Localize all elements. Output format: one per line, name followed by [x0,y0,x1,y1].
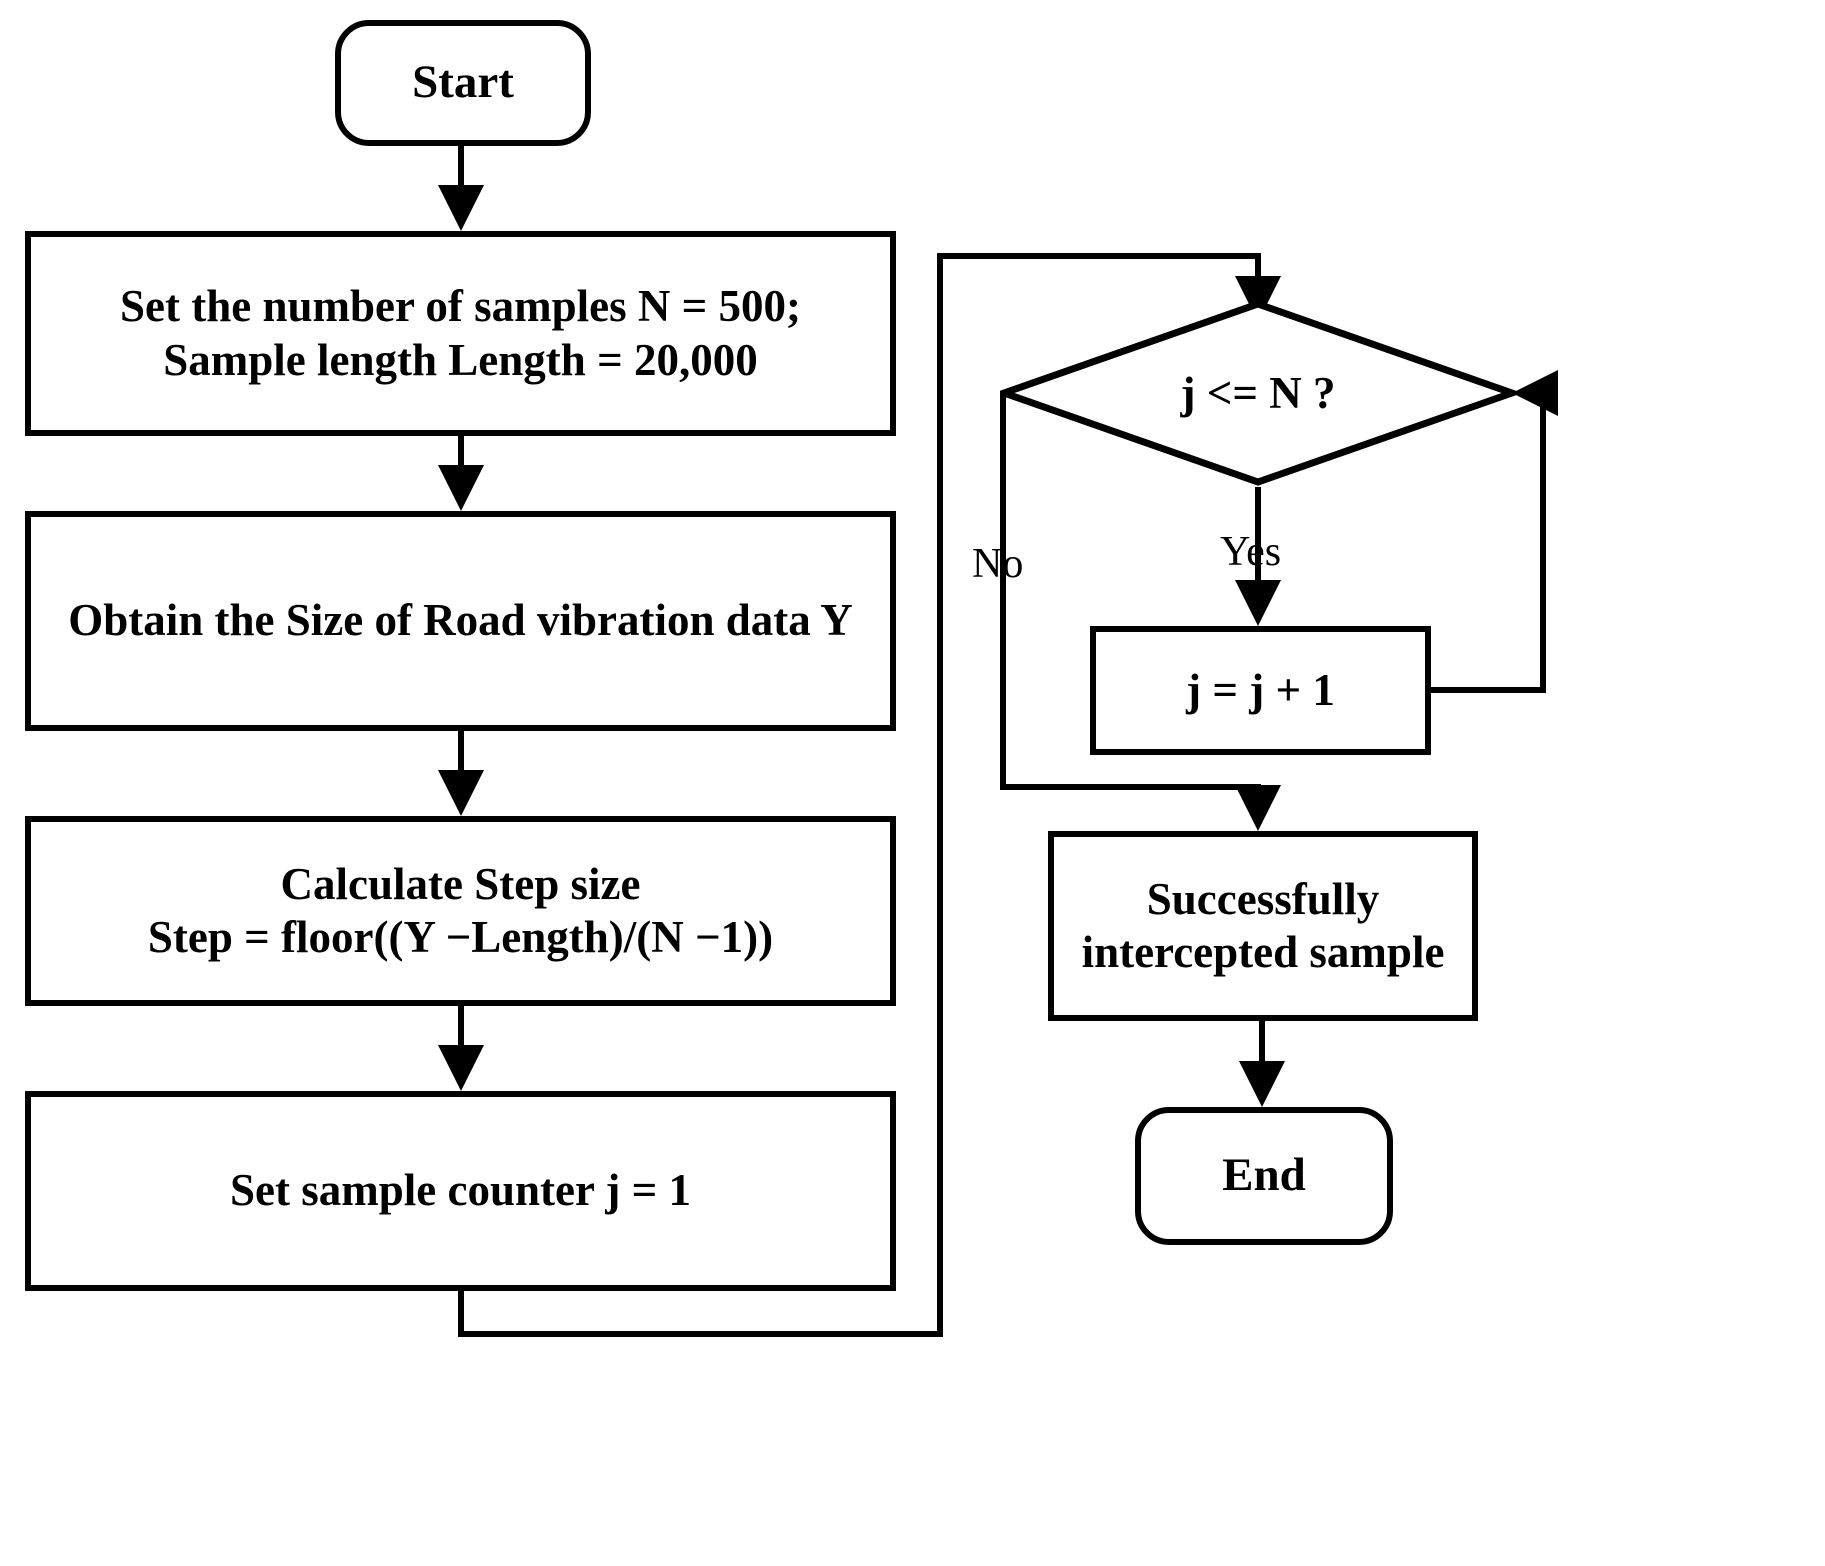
edge-label-yes: Yes [1220,529,1282,575]
arrowhead-calcstep [438,770,484,816]
arrowhead-success [1235,785,1281,831]
arrowhead-setcounter [438,1045,484,1091]
node-end-label: End [1222,1149,1306,1202]
arrowhead-obtainsize [438,465,484,511]
node-calc-step-label: Calculate Step size Step = floor((Y −Len… [147,858,774,962]
decision-diamond-shape [1000,300,1516,486]
node-calc-step[interactable]: Calculate Step size Step = floor((Y −Len… [25,816,896,1006]
node-set-counter-label: Set sample counter j = 1 [229,1165,691,1216]
node-increment[interactable]: j = j + 1 [1090,626,1431,755]
node-set-params-label: Set the number of samples N = 500; Sampl… [119,281,802,385]
node-start-label: Start [412,56,514,109]
edge-label-no: No [972,541,1024,587]
node-start[interactable]: Start [335,20,591,146]
node-success-label: Successfully intercepted sample [1081,873,1445,977]
node-set-params[interactable]: Set the number of samples N = 500; Sampl… [25,231,896,436]
node-end[interactable]: End [1135,1107,1393,1245]
node-obtain-size[interactable]: Obtain the Size of Road vibration data Y [25,511,896,731]
arrowhead-setparams [438,185,484,231]
arrowhead-decision-right [1512,370,1558,416]
node-decision[interactable]: j <= N ? [1000,300,1516,486]
node-success[interactable]: Successfully intercepted sample [1048,831,1478,1021]
arrowhead-increment [1235,580,1281,626]
arrowhead-end [1239,1061,1285,1107]
node-decision-label: j <= N ? [1180,368,1336,418]
node-set-counter[interactable]: Set sample counter j = 1 [25,1091,896,1291]
node-increment-label: j = j + 1 [1186,664,1335,715]
node-obtain-size-label: Obtain the Size of Road vibration data Y [68,595,853,646]
